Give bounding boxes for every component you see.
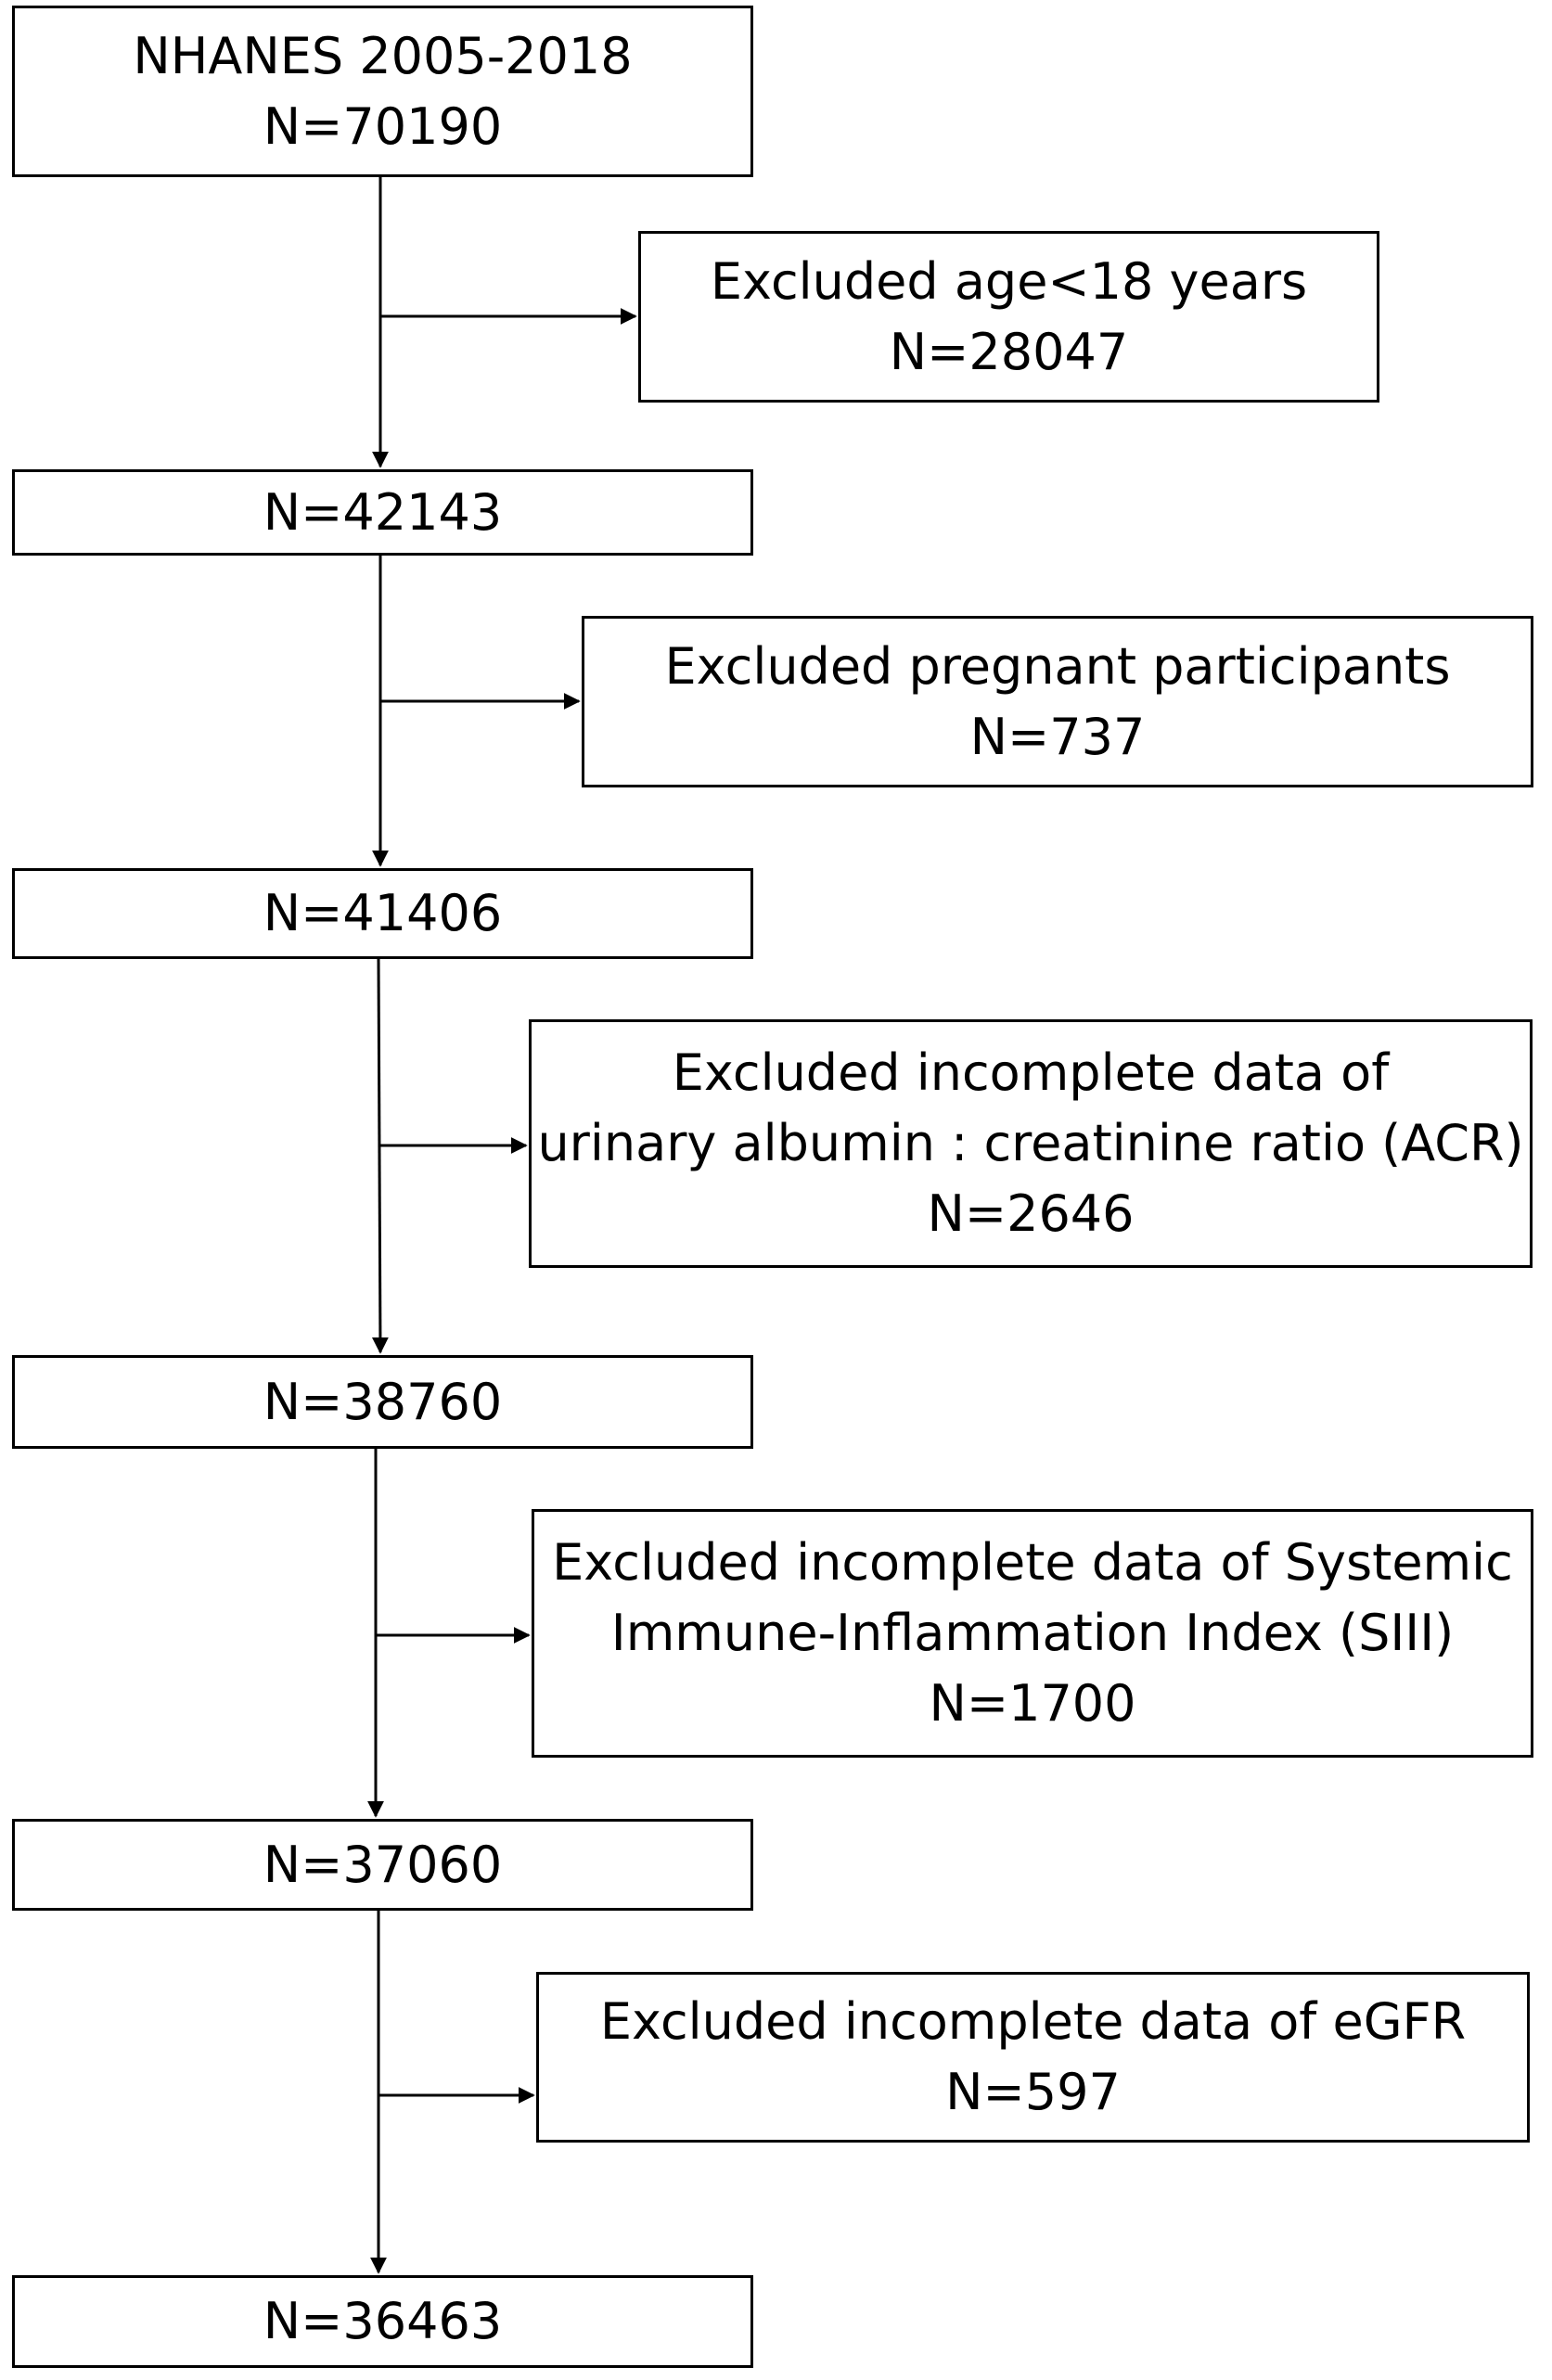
box-text: Immune-Inflammation Index (SIII) [610,1604,1455,1662]
box-text: Excluded age<18 years [710,251,1308,311]
box-count: N=1700 [929,1674,1136,1733]
box-text: Excluded incomplete data of [672,1043,1390,1102]
final-sample-box: N=36463 [12,2275,753,2368]
box-count: N=38760 [263,1372,503,1431]
box-text: Excluded incomplete data of eGFR [599,1992,1467,2051]
remaining-after-acr-box: N=38760 [12,1355,753,1449]
box-count: N=28047 [889,322,1129,381]
exclusion-pregnancy-box: Excluded pregnant participants N=737 [582,616,1533,787]
main-arrow-3 [371,958,389,1354]
remaining-after-age-box: N=42143 [12,469,753,556]
box-count: N=37060 [263,1835,503,1894]
remaining-after-pregnancy-box: N=41406 [12,868,753,959]
box-count: N=41406 [263,884,503,942]
box-count: N=42143 [263,482,503,542]
box-count: N=70190 [263,96,503,156]
source-population-box: NHANES 2005-2018 N=70190 [12,6,753,177]
exclusion-age-box: Excluded age<18 years N=28047 [638,231,1379,403]
box-count: N=737 [969,707,1146,766]
box-text: Excluded pregnant participants [664,636,1451,696]
box-count: N=597 [945,2063,1121,2121]
exclusion-siii-box: Excluded incomplete data of Systemic Imm… [532,1509,1533,1758]
remaining-after-siii-box: N=37060 [12,1819,753,1911]
box-text: NHANES 2005-2018 [133,26,633,85]
box-count: N=2646 [927,1184,1135,1243]
exclusion-egfr-box: Excluded incomplete data of eGFR N=597 [536,1972,1530,2143]
exclusion-acr-box: Excluded incomplete data of urinary albu… [529,1019,1533,1268]
box-count: N=36463 [263,2292,503,2350]
box-text: urinary albumin : creatinine ratio (ACR) [537,1114,1524,1172]
box-text: Excluded incomplete data of Systemic [552,1533,1513,1592]
